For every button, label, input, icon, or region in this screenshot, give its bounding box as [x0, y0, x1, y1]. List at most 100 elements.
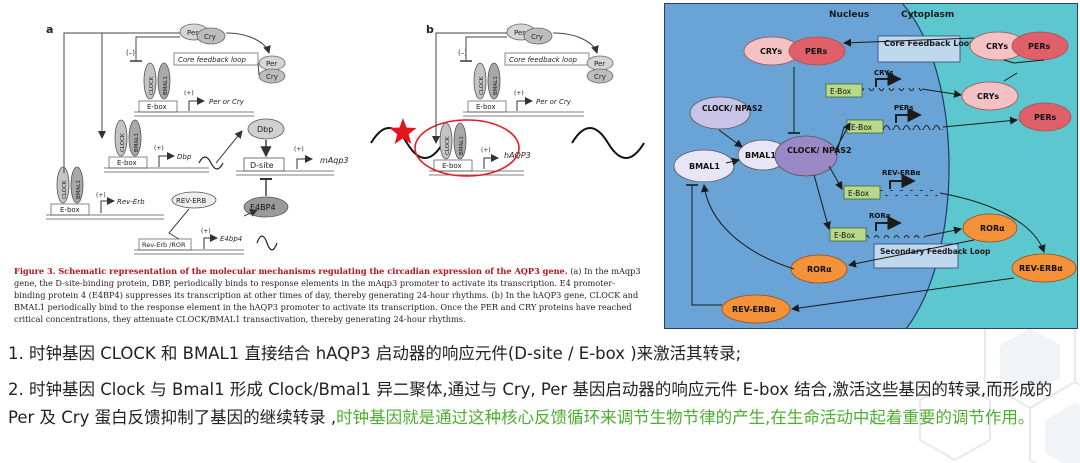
svg-text:BMAL1: BMAL1: [493, 76, 499, 95]
svg-text:BMAL1: BMAL1: [134, 133, 140, 152]
maqp3-label: mAqp3: [320, 156, 349, 165]
ebox-crys: E-Box CRYs: [825, 69, 922, 98]
figure-caption: Figure 3. Schematic representation of th…: [14, 265, 644, 325]
svg-text:E4bp4: E4bp4: [220, 235, 242, 243]
ebox-ror: E-Box RORα: [829, 212, 926, 242]
nucleus-label: Nucleus: [829, 10, 869, 20]
clock-bmal1-complex-a1: CLOCK BMAL1: [143, 62, 171, 100]
per-or-cry-label-a: Per or Cry: [209, 98, 245, 106]
core-feedback-loop-label-a: Core feedback loop: [178, 56, 246, 64]
svg-text:CLOCK: CLOCK: [62, 180, 68, 199]
svg-text:CLOCK/ NPAS2: CLOCK/ NPAS2: [787, 146, 852, 155]
svg-text:BMAL1: BMAL1: [745, 151, 776, 160]
svg-text:REV-ERBα: REV-ERBα: [882, 169, 920, 177]
svg-text:Per: Per: [594, 60, 605, 68]
svg-text:Cry: Cry: [204, 33, 216, 41]
caption-title: Figure 3. Schematic representation of th…: [14, 266, 568, 276]
svg-text:Cry: Cry: [531, 33, 543, 41]
clock-bmal1-complex-a2: CLOCK BMAL1: [114, 119, 142, 157]
explanation-line-2-text: 2. 时钟基因 Clock 与 Bmal1 形成 Clock/Bmal1 异二聚…: [8, 380, 1053, 427]
svg-text:RORα: RORα: [869, 212, 891, 220]
svg-text:Dbp: Dbp: [177, 153, 192, 161]
svg-text:(+): (+): [514, 90, 524, 97]
svg-text:(+): (+): [154, 145, 164, 152]
minus-label-a: (–): [126, 49, 135, 57]
svg-text:PERs: PERs: [1034, 113, 1056, 122]
clock-bmal1-complex-b1: CLOCK BMAL1: [473, 62, 501, 100]
svg-text:(+): (+): [201, 228, 211, 235]
svg-text:RORα: RORα: [980, 224, 1005, 233]
clock-bmal1-complex-a3: CLOCK BMAL1: [56, 166, 84, 204]
svg-text:E-box: E-box: [442, 162, 462, 170]
core-feedback-loop-label-b: Core feedback loop: [509, 56, 577, 64]
rev-erb-protein: REV-ERB: [176, 197, 206, 205]
explanation-line-2: 2. 时钟基因 Clock 与 Bmal1 形成 Clock/Bmal1 异二聚…: [8, 376, 1074, 432]
d-site-box: D-site: [250, 161, 274, 170]
svg-text:(+): (+): [294, 146, 304, 153]
e4bp4-protein: E4BP4: [250, 203, 276, 212]
svg-text:Rev-Erb: Rev-Erb: [117, 198, 145, 206]
svg-text:Per: Per: [187, 29, 198, 37]
svg-text:Per or Cry: Per or Cry: [536, 98, 572, 106]
svg-text:E-Box: E-Box: [830, 87, 852, 96]
per-cry-top-a: Per Cry: [179, 23, 226, 45]
svg-text:CRYs: CRYs: [874, 69, 893, 77]
svg-text:E-box: E-box: [117, 159, 137, 167]
svg-text:CLOCK: CLOCK: [120, 133, 126, 152]
cytoplasm-label: Cytoplasm: [901, 10, 954, 20]
svg-text:CRYs: CRYs: [977, 92, 999, 101]
panel-b-letter: b: [426, 23, 434, 36]
pers-nucleus-oval: [788, 36, 846, 66]
svg-text:BMAL1: BMAL1: [163, 76, 169, 95]
clock-feedback-diagram-panel: Nucleus Cytoplasm Core Feedback Loop CRY…: [664, 2, 1078, 330]
dbp-protein: Dbp: [257, 125, 273, 134]
core-secondary-feedback-diagram: Nucleus Cytoplasm Core Feedback Loop CRY…: [664, 2, 1078, 330]
aqp3-mechanism-diagram: a b Per Cry Core feedback loop Per Cry (…: [46, 23, 645, 255]
svg-text:CLOCK: CLOCK: [149, 76, 155, 95]
svg-text:PERs: PERs: [1028, 42, 1050, 51]
svg-text:E-Box: E-Box: [848, 189, 870, 198]
svg-text:(+): (+): [96, 192, 106, 199]
svg-text:PERs: PERs: [894, 104, 913, 112]
explanation-line-1: 1. 时钟基因 CLOCK 和 BMAL1 直接结合 hAQP3 启动器的响应元…: [8, 344, 742, 363]
svg-text:CLOCK/ NPAS2: CLOCK/ NPAS2: [702, 104, 763, 113]
svg-text:CRYs: CRYs: [760, 47, 782, 56]
svg-text:BMAL1: BMAL1: [76, 180, 82, 199]
svg-text:Per: Per: [514, 29, 525, 37]
svg-text:RORα: RORα: [807, 265, 832, 274]
secondary-feedback-loop-label: Secondary Feedback Loop: [880, 247, 991, 256]
per-cry-right-b: Per Cry: [586, 55, 614, 84]
figure-3-panel: a b Per Cry Core feedback loop Per Cry (…: [4, 3, 654, 333]
ebox-pers: E-Box PERs: [846, 104, 943, 134]
svg-text:BMAL1: BMAL1: [459, 136, 465, 155]
rev-erb-ror-box: Rev-Erb /ROR: [142, 241, 186, 249]
svg-text:(+): (+): [184, 90, 194, 97]
svg-text:Cry: Cry: [266, 73, 278, 81]
core-feedback-loop-label: Core Feedback Loop: [884, 39, 975, 48]
per-cry-right-a: Per Cry: [258, 55, 286, 84]
svg-text:(+): (+): [481, 147, 491, 154]
clock-bmal1-complex-b2: CLOCK BMAL1: [439, 122, 467, 160]
per-cry-top-b: Per Cry: [506, 23, 553, 45]
svg-text:CRYs: CRYs: [986, 42, 1008, 51]
highlight-circle: [414, 119, 520, 177]
svg-text:PERs: PERs: [805, 47, 827, 56]
svg-text:BMAL1: BMAL1: [689, 162, 720, 171]
ebox-reverb: E-Box REV-ERBα: [843, 169, 940, 200]
svg-text:CLOCK: CLOCK: [479, 76, 485, 95]
svg-text:(–): (–): [458, 49, 467, 57]
svg-text:Cry: Cry: [594, 73, 606, 81]
svg-text:REV-ERBα: REV-ERBα: [1019, 264, 1063, 273]
svg-text:E-box: E-box: [476, 103, 496, 111]
star-icon: [389, 118, 417, 144]
svg-text:E-Box: E-Box: [851, 123, 873, 132]
svg-text:E-box: E-box: [60, 206, 80, 214]
svg-text:REV-ERBα: REV-ERBα: [732, 305, 776, 314]
svg-text:Per: Per: [266, 60, 277, 68]
svg-text:E-Box: E-Box: [834, 231, 856, 240]
panel-a-letter: a: [46, 23, 53, 36]
svg-text:CLOCK: CLOCK: [445, 136, 451, 155]
ebox-a1: E-box: [147, 103, 167, 111]
